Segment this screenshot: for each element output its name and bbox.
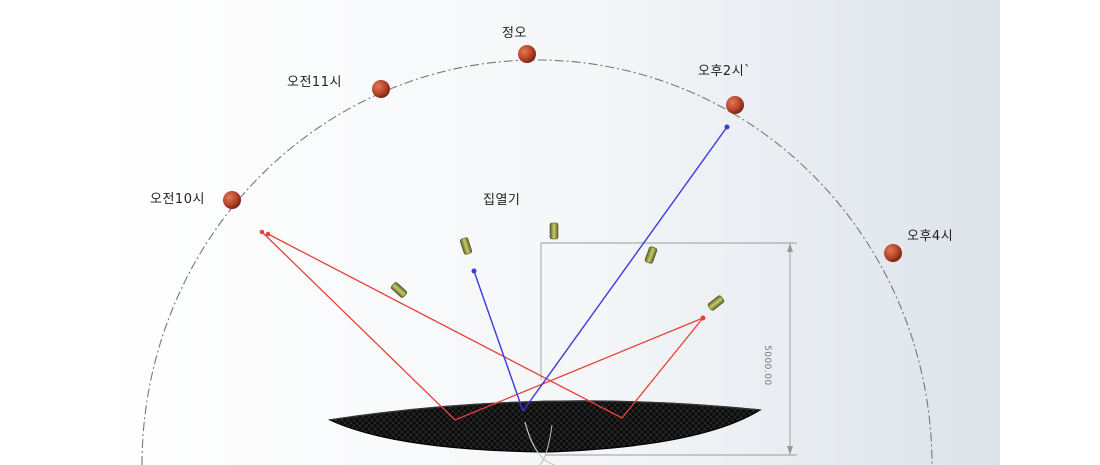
dimension-lines [540,242,797,456]
ray-point [265,231,271,237]
sun-sphere-icon [223,191,241,209]
sun-sphere-icon [884,244,902,262]
label-noon: 정오 [502,26,527,41]
collector-cylinder-icon [707,295,725,311]
ray-point [259,229,265,235]
label-collector: 집열기 [483,193,521,208]
collectors [390,222,725,311]
collector-cylinder-icon [644,246,658,264]
dimension-value: 5000.00 [762,345,772,386]
ray-point [471,268,477,274]
dimension-arrow-bottom [787,446,793,455]
dimension-arrow-top [787,243,793,252]
ray-point [724,124,730,130]
sun-path-arc [141,59,933,465]
sun-sphere-icon [518,45,536,63]
label-am10: 오전10시 [150,192,205,207]
label-am11: 오전11시 [287,75,342,90]
parabolic-dish-icon [327,400,762,465]
suns [223,45,902,262]
sun-sphere-icon [372,80,390,98]
sun-sphere-icon [726,96,744,114]
reflected-rays [259,229,706,421]
collector-cylinder-icon [459,237,473,255]
reflected-ray-1 [261,231,704,421]
direct-rays [471,124,730,412]
direct-ray-to-collector [473,270,524,412]
label-pm4: 오후4시 [907,229,954,244]
label-pm2: 오후2시` [698,64,752,79]
collector-cylinder-icon [549,222,559,240]
collector-cylinder-icon [390,282,408,298]
reflected-ray-2 [267,233,704,419]
ray-point [700,315,706,321]
direct-ray-to-sun [522,126,728,412]
